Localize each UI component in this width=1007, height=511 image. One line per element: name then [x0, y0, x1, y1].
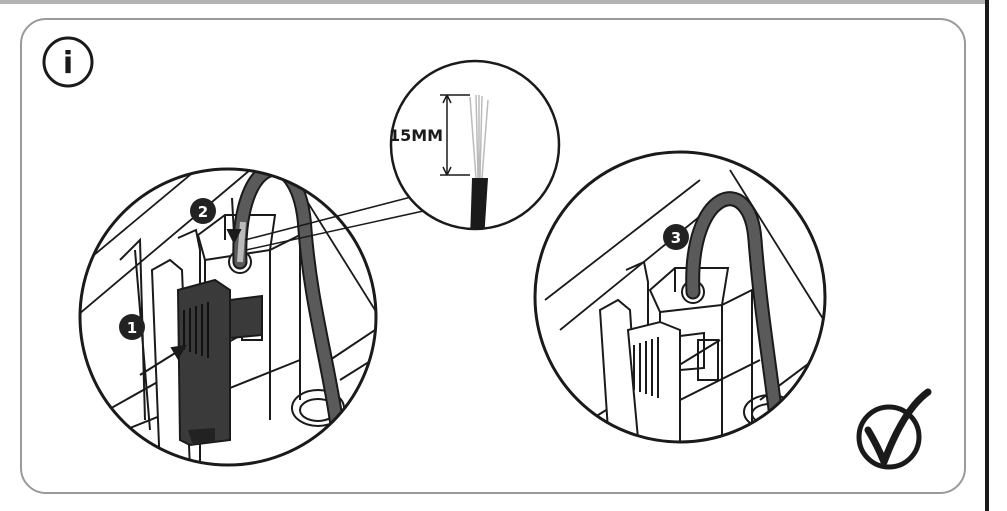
strip-length-label: 15MM [389, 126, 443, 145]
callout-leader [244, 195, 429, 251]
step-marker-1: 1 [119, 314, 145, 340]
info-icon: i [42, 36, 94, 88]
bare-wire-strands [469, 94, 489, 179]
dimension-line [440, 94, 470, 176]
left-detail-frame [78, 167, 378, 467]
insert-arrow [226, 197, 242, 245]
connector-plug [176, 278, 263, 447]
info-glyph: i [63, 46, 73, 81]
step-marker-2: 2 [190, 198, 216, 224]
svg-text:1: 1 [127, 319, 137, 337]
cable-left [232, 169, 350, 465]
instruction-panel [20, 18, 966, 494]
page-edge-rule [985, 0, 989, 511]
left-detail-view: 1 2 [78, 167, 378, 467]
push-arrow [139, 344, 187, 376]
right-detail-view: 3 [533, 150, 827, 444]
cable-right [685, 191, 788, 442]
svg-text:3: 3 [671, 229, 681, 247]
step-marker-3: 3 [663, 224, 689, 250]
top-rule [0, 0, 985, 4]
check-circle-icon [856, 388, 932, 470]
svg-text:2: 2 [198, 203, 208, 221]
strip-length-callout: 15MM [244, 59, 561, 251]
insulated-wire [470, 178, 488, 229]
zoom-frame [389, 59, 561, 231]
right-detail-frame [533, 150, 827, 444]
